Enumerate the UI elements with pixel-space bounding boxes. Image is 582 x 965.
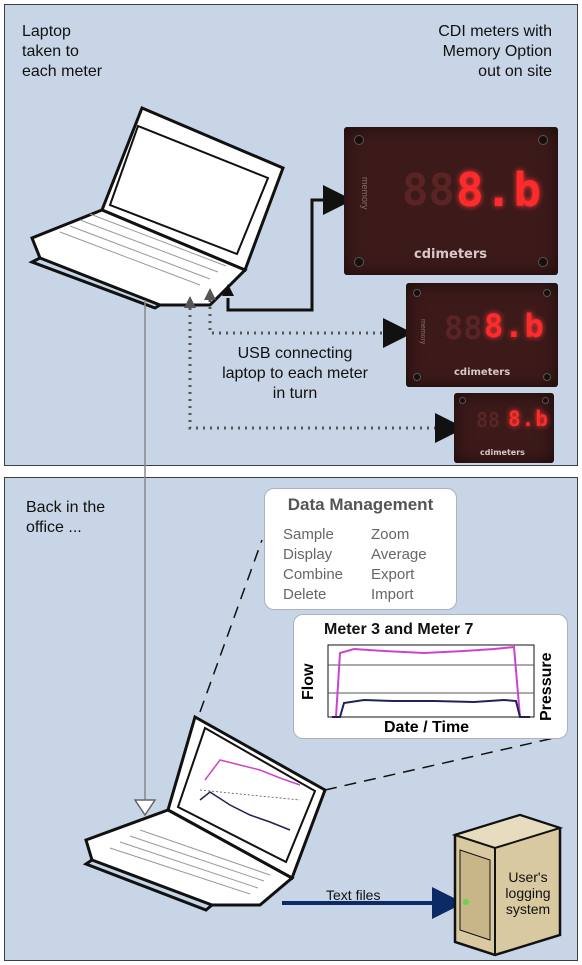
graph-plot xyxy=(327,644,535,718)
server-label: User's logging system xyxy=(505,869,551,917)
meters-note: CDI meters with Memory Option out on sit… xyxy=(438,23,552,80)
dm-item: Zoom xyxy=(371,526,410,543)
meter-brand: cdimeters xyxy=(480,448,525,457)
graph-box: Meter 3 and Meter 7 Flow Pressure Date /… xyxy=(293,614,568,739)
laptop-office-icon xyxy=(82,714,327,912)
meter-brand: cdimeters xyxy=(454,367,511,378)
data-management-title: Data Management xyxy=(287,495,434,514)
meter-small: 88 8.b cdimeters xyxy=(454,393,554,463)
flow-series-line xyxy=(332,645,530,718)
pressure-series-line xyxy=(332,698,530,718)
meter-ghost-digits: 88 xyxy=(402,165,455,216)
graph-x-axis-label: Date / Time xyxy=(384,719,470,736)
meter-large: 88 8.b cdimeters memory xyxy=(344,127,558,275)
text-files-label: Text files xyxy=(326,887,381,903)
graph-title: Meter 3 and Meter 7 xyxy=(324,621,474,638)
dm-right-column: Zoom Average Export Import xyxy=(371,525,427,605)
laptop-screen-graph xyxy=(199,759,301,831)
dm-item: Sample xyxy=(283,526,334,543)
meter-brand: cdimeters xyxy=(414,247,488,262)
meter-side-label: memory xyxy=(360,177,370,210)
dm-item: Average xyxy=(371,546,427,563)
dm-item: Export xyxy=(371,566,415,583)
data-management-box: Data Management Sample Display Combine D… xyxy=(264,488,457,610)
dm-item: Display xyxy=(283,546,333,563)
office-note: Back in the office ... xyxy=(26,499,106,536)
laptop-note: Laptop taken to each meter xyxy=(22,23,103,80)
meter-ghost-digits: 88 xyxy=(476,408,501,432)
dm-item: Import xyxy=(371,586,414,603)
dm-item: Combine xyxy=(283,566,344,583)
meter-reading: 8.b xyxy=(484,307,545,345)
meter-reading: 8.b xyxy=(508,407,549,431)
meter-medium: 88 8.b cdimeters memory xyxy=(406,283,558,387)
meter-ghost-digits: 88 xyxy=(444,309,483,347)
usb-note: USB connecting laptop to each meter in t… xyxy=(222,345,368,402)
meter-reading: 8.b xyxy=(456,163,543,217)
dm-left-column: Sample Display Combine Delete xyxy=(283,525,343,605)
server-icon xyxy=(451,813,564,957)
dm-item: Delete xyxy=(283,586,327,603)
meter-side-label: memory xyxy=(419,319,426,345)
laptop-site-icon xyxy=(28,106,285,310)
